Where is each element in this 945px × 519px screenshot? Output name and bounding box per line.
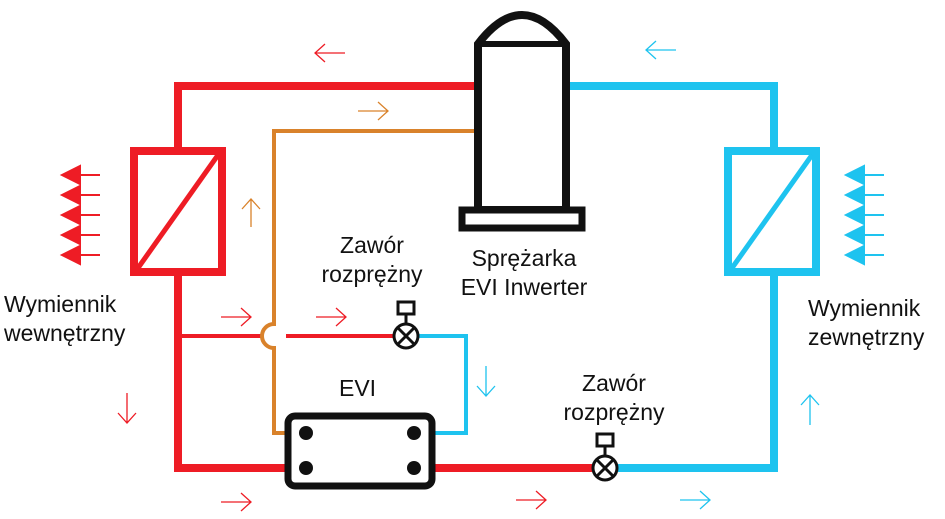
indoor-hx-diagonal	[135, 153, 221, 270]
heat-wave-arrows-icon	[59, 164, 100, 266]
outdoor-hx-label: Wymiennik zewnętrzny	[808, 294, 924, 352]
cold-pipe-evi-injection	[418, 334, 468, 435]
flow-arrow-icon	[316, 307, 347, 327]
compressor-label-line1: Sprężarka	[471, 245, 577, 271]
valve-top-label-line1: Zawór	[340, 232, 404, 258]
flow-arrow-icon	[241, 198, 261, 227]
flow-arrow-icon	[680, 490, 711, 510]
valve-top-label: Zawór rozprężny	[302, 231, 442, 289]
flow-arrow-icon	[476, 366, 496, 397]
cold-wave-arrows-icon	[843, 164, 884, 266]
evi-heat-exchanger	[284, 412, 436, 490]
valve-bottom-label-line1: Zawór	[582, 370, 646, 396]
indoor-hx-label: Wymiennik wewnętrzny	[4, 290, 125, 348]
evi-port-bottom-left	[299, 461, 313, 475]
valve-bottom-actuator	[595, 432, 615, 448]
valve-top-cross	[396, 326, 416, 346]
valve-bottom-cross	[595, 458, 615, 478]
indoor-heat-exchanger	[130, 147, 226, 276]
flow-arrow-icon	[314, 43, 345, 63]
compressor-base	[458, 206, 586, 232]
evi-port-bottom-right	[407, 461, 421, 475]
compressor-body	[474, 11, 570, 214]
flow-arrow-icon	[221, 307, 252, 327]
cold-arrow-1	[843, 164, 884, 186]
outdoor-hx-label-line1: Wymiennik	[808, 295, 921, 321]
compressor	[458, 11, 586, 232]
cold-arrow-3	[843, 204, 884, 226]
hot-pipe-network	[174, 82, 592, 472]
heat-arrow-5	[59, 244, 100, 266]
outdoor-hx-label-line2: zewnętrzny	[808, 324, 925, 350]
cold-arrow-2	[843, 184, 884, 206]
valve-bottom-label: Zawór rozprężny	[534, 369, 694, 427]
hot-pipe-liquid-line	[174, 272, 298, 472]
evi-port-top-right	[407, 426, 421, 440]
heat-arrow-4	[59, 224, 100, 246]
compressor-label-line2: EVI Inwerter	[460, 274, 588, 300]
cold-pipe-outdoor-return	[618, 272, 778, 472]
valve-top-actuator	[396, 300, 416, 316]
hot-pipe-discharge	[174, 82, 484, 151]
flow-arrow-icon	[358, 101, 389, 121]
injection-pipe	[260, 129, 484, 435]
valve-top-label-line2: rozprężny	[321, 261, 423, 287]
compressor-label: Sprężarka EVI Inwerter	[434, 244, 614, 302]
flow-arrow-icon	[800, 394, 820, 425]
indoor-hx-label-line1: Wymiennik	[4, 291, 117, 317]
flow-arrow-icon	[516, 490, 547, 510]
cold-arrow-4	[843, 224, 884, 246]
evi-port-top-left	[299, 426, 313, 440]
expansion-valve-icon	[392, 300, 420, 350]
cold-pipe-network	[418, 82, 778, 472]
evi-box	[284, 412, 436, 490]
cold-pipe-suction	[568, 82, 778, 151]
flow-arrow-icon	[117, 393, 137, 424]
heat-arrow-1	[59, 164, 100, 186]
flow-arrow-icon	[645, 40, 676, 60]
heat-arrow-2	[59, 184, 100, 206]
indoor-hx-label-line2: wewnętrzny	[4, 320, 126, 346]
heat-arrow-3	[59, 204, 100, 226]
orange-pipe-vapor-injection	[260, 129, 484, 435]
expansion-valve-icon	[591, 432, 619, 482]
cold-arrow-5	[843, 244, 884, 266]
flow-arrow-icon	[221, 492, 252, 512]
outdoor-heat-exchanger	[724, 147, 820, 276]
flow-arrows	[117, 40, 820, 512]
outdoor-hx-diagonal	[729, 153, 815, 270]
evi-label: EVI	[339, 375, 377, 401]
valve-bottom-label-line2: rozprężny	[563, 399, 665, 425]
